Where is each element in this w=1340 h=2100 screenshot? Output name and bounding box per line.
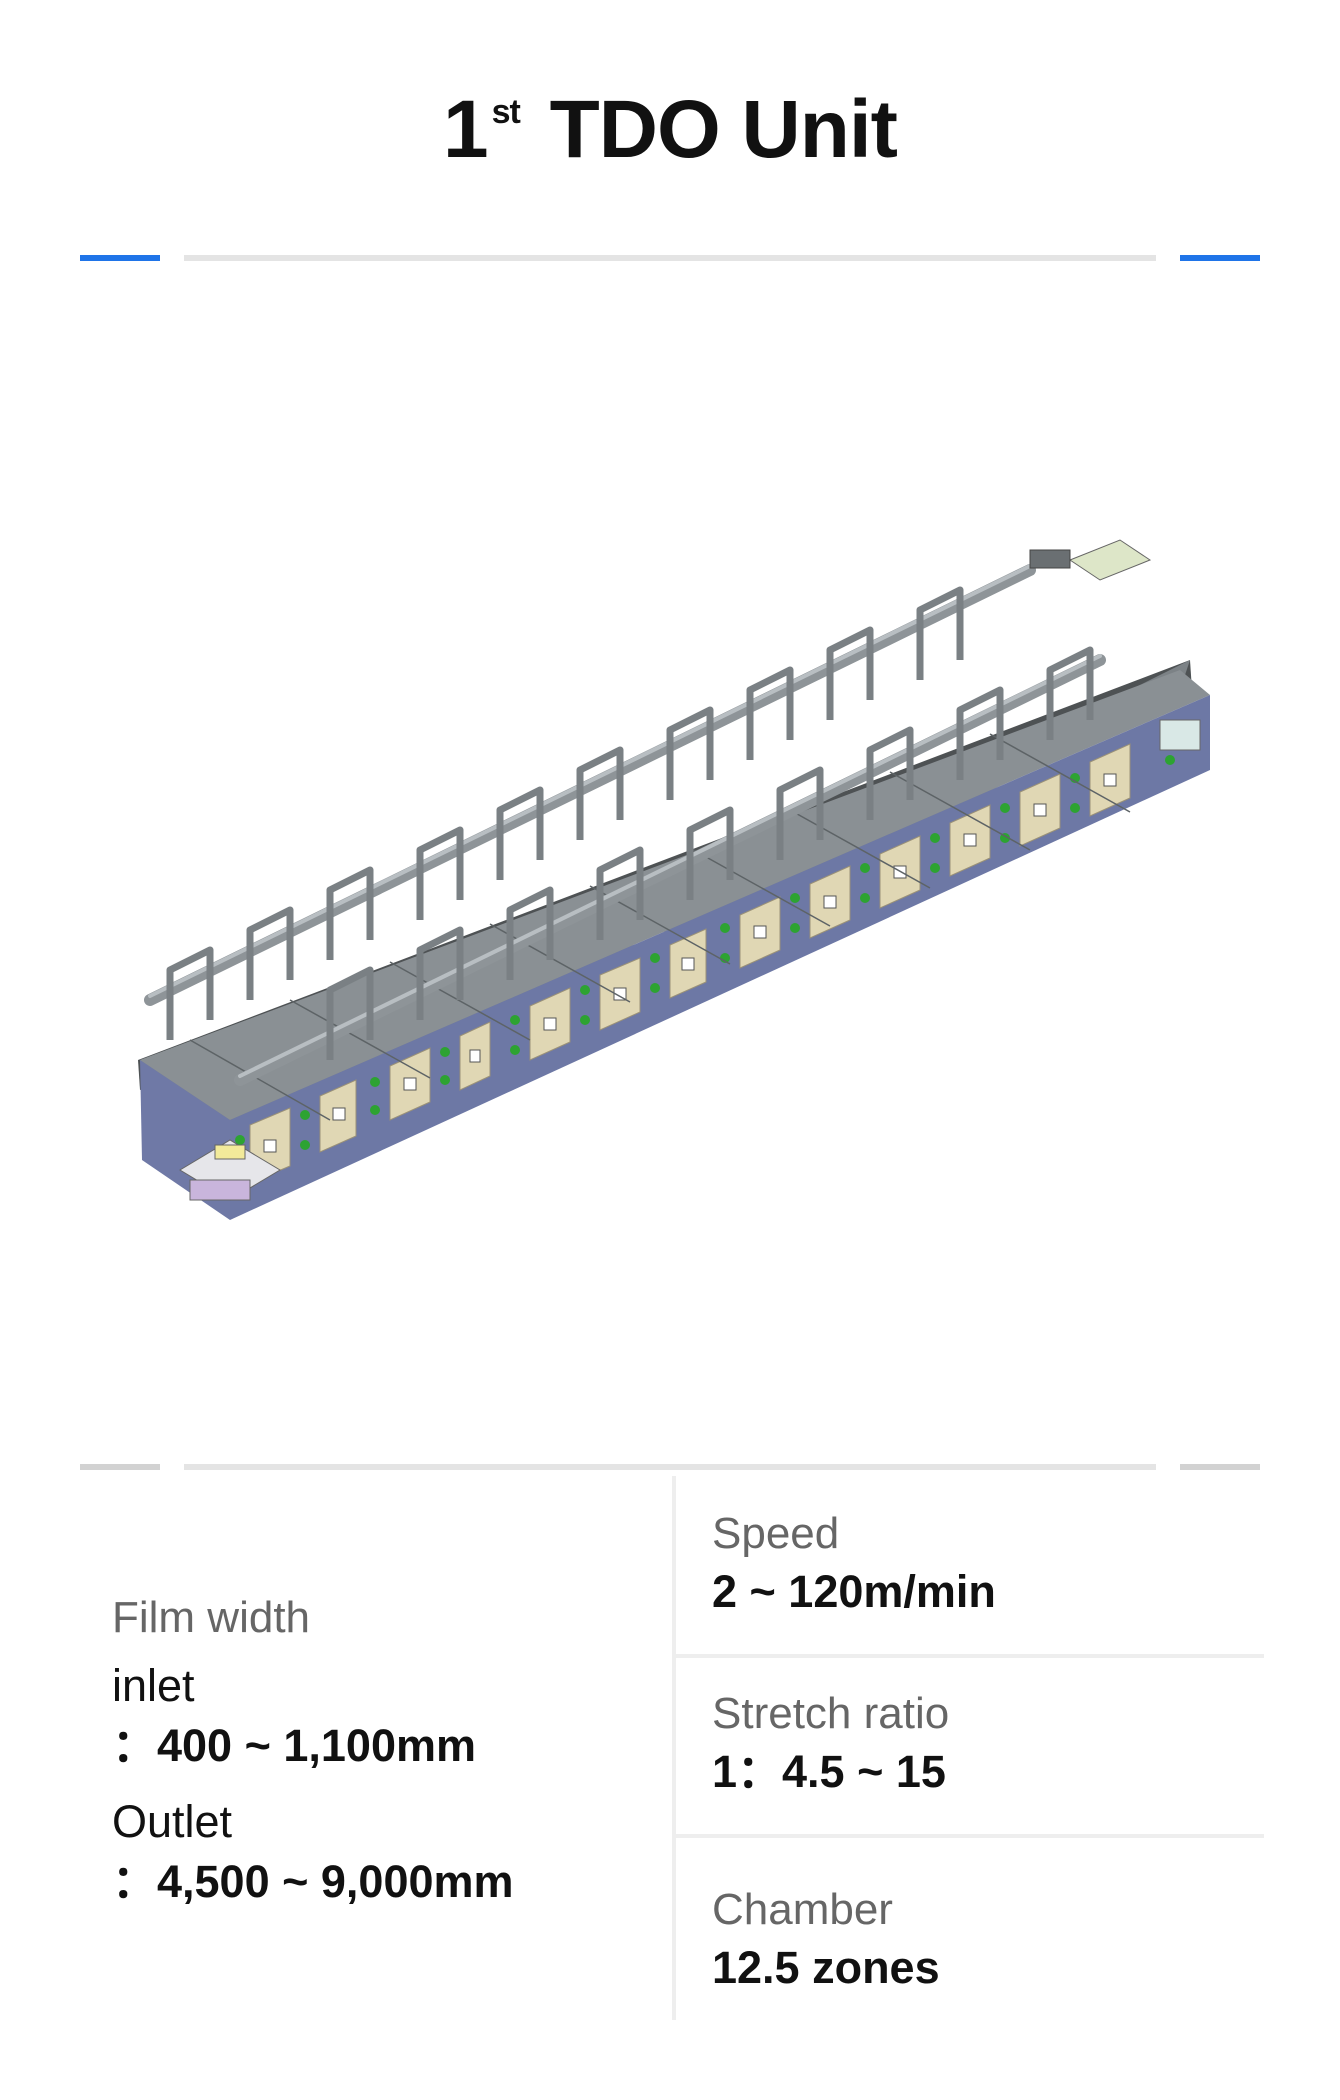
- specs-vertical-divider: [672, 1476, 676, 2020]
- stretch-ratio-spec: Stretch ratio 1：4.5 ~ 15: [712, 1686, 1252, 1802]
- chamber-spec: Chamber 12.5 zones: [712, 1882, 1252, 1998]
- film-width-label: Film width: [112, 1593, 311, 1642]
- inlet-label: inlet: [112, 1660, 195, 1711]
- title-superscript: st: [491, 93, 521, 131]
- title-text: TDO Unit: [549, 84, 898, 175]
- speed-divider: [676, 1654, 1264, 1658]
- film-width-spec: Film width inlet ：400 ~ 1,100mm Outlet ：…: [112, 1590, 652, 1912]
- tdo-unit-3d-model-icon: [138, 539, 1210, 1220]
- bottom-accent-left: [80, 1464, 160, 1470]
- outlet-label: Outlet: [112, 1796, 233, 1847]
- top-accent-right: [1180, 255, 1260, 261]
- stretch-ratio-value: 1：4.5 ~ 15: [712, 1746, 946, 1797]
- speed-value: 2 ~ 120m/min: [712, 1566, 996, 1617]
- top-divider: [184, 255, 1156, 261]
- title-number: 1: [443, 84, 489, 175]
- bottom-divider: [184, 1464, 1156, 1470]
- speed-label: Speed: [712, 1509, 840, 1558]
- chamber-label: Chamber: [712, 1885, 893, 1934]
- speed-spec: Speed 2 ~ 120m/min: [712, 1506, 1252, 1622]
- top-accent-left: [80, 255, 160, 261]
- stretch-ratio-label: Stretch ratio: [712, 1689, 950, 1738]
- chamber-value: 12.5 zones: [712, 1942, 940, 1993]
- inlet-value: ：400 ~ 1,100mm: [112, 1720, 476, 1771]
- stretch-ratio-divider: [676, 1834, 1264, 1838]
- bottom-accent-right: [1180, 1464, 1260, 1470]
- outlet-value: ：4,500 ~ 9,000mm: [112, 1856, 514, 1907]
